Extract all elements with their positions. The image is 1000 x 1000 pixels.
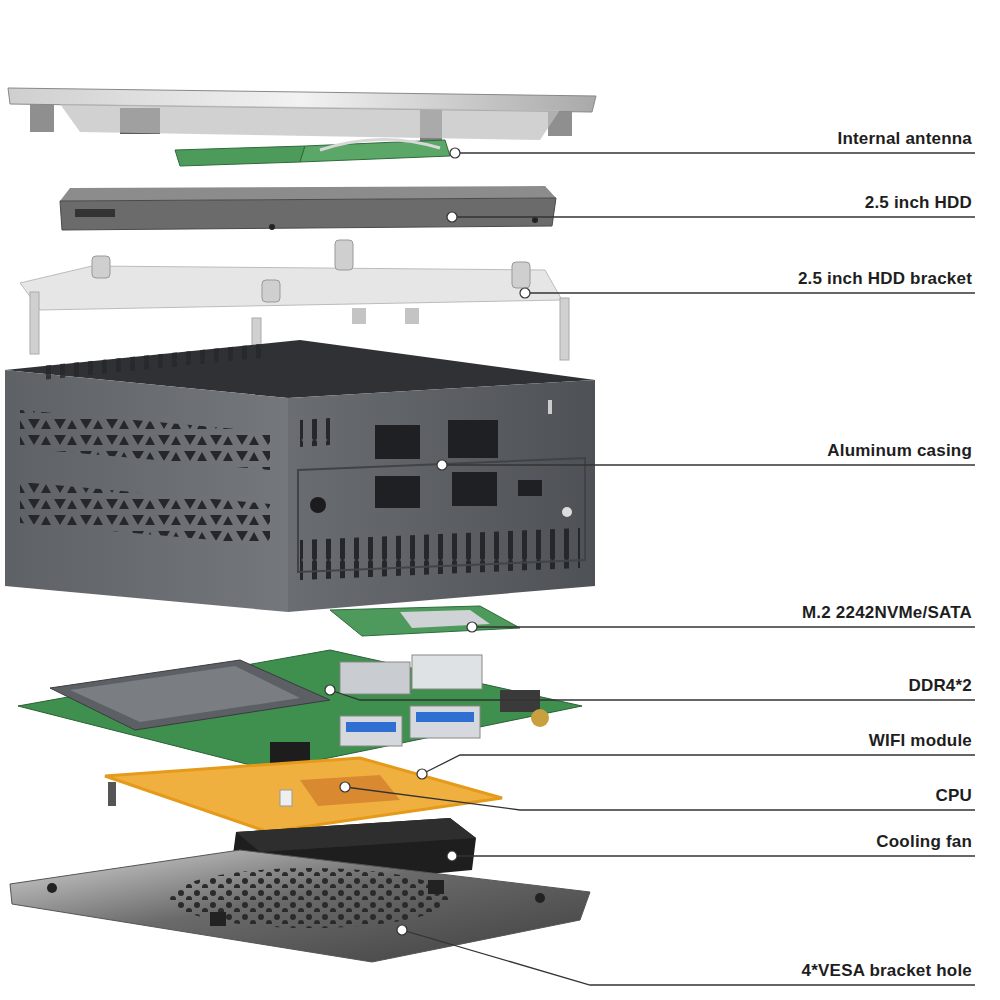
- motherboard: [50, 660, 330, 730]
- aluminum-casing: [375, 425, 420, 459]
- part-label: WIFI module: [869, 731, 972, 751]
- part-label: Cooling fan: [876, 832, 972, 852]
- leader-lines: [442, 464, 975, 465]
- leader-lines: [525, 292, 975, 293]
- motherboard: [18, 650, 582, 770]
- aluminum-casing: [40, 344, 262, 380]
- top-lid: [30, 104, 54, 132]
- leader-dots: [447, 212, 457, 222]
- leader-dots: [520, 288, 530, 298]
- leader-dots: [417, 769, 427, 779]
- bottom-plate: [10, 850, 590, 962]
- leader-lines: [402, 930, 975, 985]
- leader-lines: [452, 216, 975, 217]
- hdd: [60, 186, 556, 230]
- motherboard: [410, 706, 480, 738]
- leader-lines: [345, 787, 975, 810]
- hdd: [75, 209, 115, 217]
- aluminum-casing: [288, 380, 595, 612]
- leader-lines: [472, 626, 975, 627]
- part-label: 2.5 inch HDD: [865, 193, 972, 213]
- bottom-plate: [535, 893, 545, 903]
- cooling-fan: [236, 818, 476, 852]
- bottom-plate: [428, 880, 444, 894]
- aluminum-casing: [452, 472, 497, 506]
- motherboard: [531, 709, 549, 727]
- aluminum-casing: [448, 420, 498, 458]
- aluminum-casing: [548, 400, 552, 414]
- antenna-board: [175, 139, 450, 166]
- bottom-plate: [10, 850, 590, 962]
- bottom-plate: [170, 868, 450, 928]
- motherboard: [18, 650, 582, 770]
- part-label: CPU: [936, 786, 973, 806]
- cpu-heatsink: [300, 775, 400, 806]
- part-label: DDR4*2: [908, 676, 972, 696]
- leader-lines: [452, 855, 975, 856]
- aluminum-casing: [298, 458, 585, 572]
- antenna-board: [300, 140, 450, 162]
- motherboard: [500, 690, 540, 712]
- m2-card: [330, 606, 520, 636]
- top-lid: [8, 88, 596, 142]
- leader-lines: [330, 153, 975, 985]
- part-label: Internal antenna: [837, 129, 972, 149]
- hdd-bracket: [560, 298, 569, 360]
- aluminum-casing: [5, 370, 288, 612]
- aluminum-casing: [20, 410, 270, 470]
- bottom-plate: [47, 883, 57, 893]
- aluminum-casing: [562, 507, 572, 517]
- hdd-bracket: [262, 280, 280, 302]
- hdd: [60, 198, 556, 230]
- part-label: 2.5 inch HDD bracket: [798, 269, 972, 289]
- aluminum-casing: [20, 482, 270, 545]
- aluminum-casing: [310, 497, 326, 513]
- motherboard: [70, 666, 300, 722]
- leader-dots: [325, 685, 335, 695]
- cpu-heatsink: [280, 790, 292, 806]
- hdd-bracket: [92, 256, 110, 278]
- top-lid: [60, 104, 560, 140]
- leader-lines: [330, 690, 975, 700]
- m2-card: [330, 606, 520, 636]
- hdd-bracket: [512, 262, 530, 288]
- motherboard: [416, 712, 474, 722]
- leader-lines: [455, 152, 975, 153]
- aluminum-casing: [300, 528, 580, 580]
- motherboard: [346, 722, 396, 732]
- hdd: [532, 217, 538, 223]
- leader-dots: [437, 460, 447, 470]
- part-label: 4*VESA bracket hole: [802, 961, 972, 981]
- hdd-bracket: [352, 308, 366, 324]
- motherboard: [412, 655, 482, 689]
- leader-dots: [447, 851, 457, 861]
- leader-dots: [325, 148, 530, 935]
- motherboard: [340, 662, 410, 694]
- antenna-board: [175, 146, 305, 166]
- part-label: Aluminum casing: [827, 441, 972, 461]
- hdd: [269, 224, 275, 230]
- leader-dots: [450, 148, 460, 158]
- hdd-bracket: [335, 240, 353, 270]
- aluminum-casing: [518, 480, 542, 496]
- antenna-board: [320, 139, 440, 150]
- bottom-plate: [210, 912, 226, 926]
- aluminum-casing: [300, 418, 330, 447]
- hdd-bracket: [405, 308, 419, 324]
- motherboard: [340, 716, 402, 746]
- hdd-bracket: [30, 292, 39, 354]
- leader-dots: [397, 925, 407, 935]
- cpu-heatsink: [108, 782, 116, 806]
- aluminum-casing: [375, 476, 420, 508]
- part-label: M.2 2242NVMe/SATA: [802, 603, 972, 623]
- aluminum-casing: [5, 340, 595, 612]
- leader-lines: [422, 755, 975, 774]
- leader-dots: [467, 622, 477, 632]
- leader-dots: [340, 782, 350, 792]
